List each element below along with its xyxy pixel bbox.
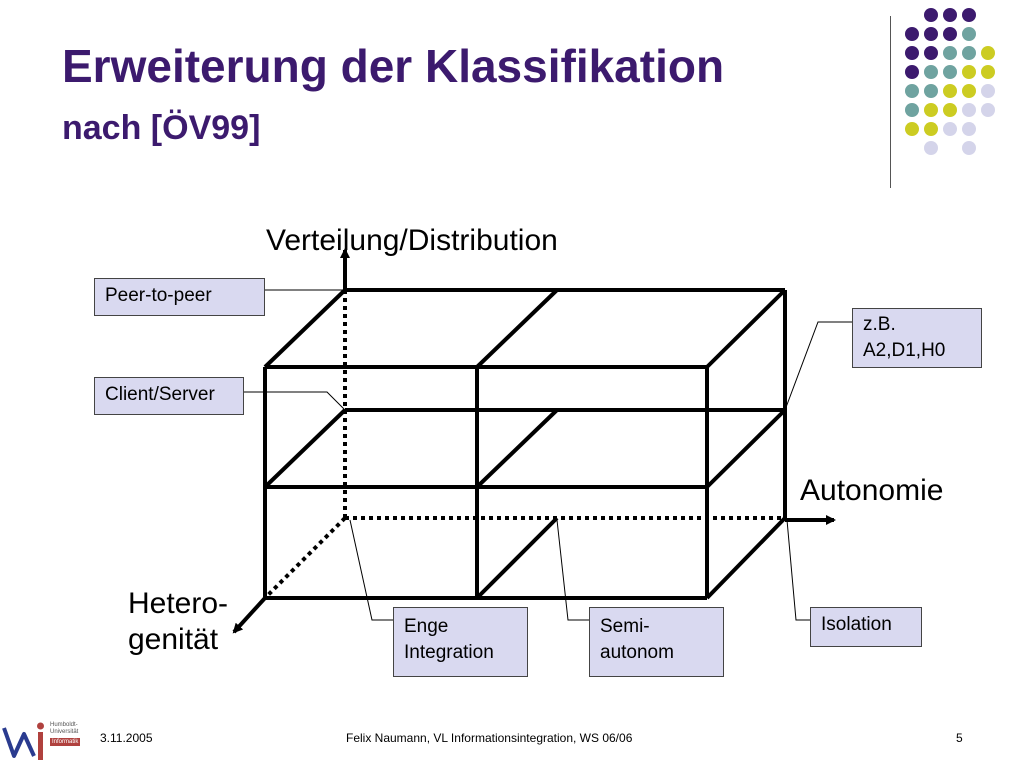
decorative-dot-grid: [905, 8, 1005, 168]
enge-integration-label: Enge Integration: [393, 607, 528, 677]
decor-dot: [943, 103, 957, 117]
decor-dot: [981, 46, 995, 60]
decor-dot: [905, 103, 919, 117]
decor-dot: [962, 8, 976, 22]
leader-enge-integration: [349, 519, 393, 621]
mid-right-edge: [705, 408, 787, 489]
leader-semi-autonom: [556, 519, 589, 621]
decor-dot: [943, 46, 957, 60]
decor-dot: [905, 122, 919, 136]
decor-dot: [905, 65, 919, 79]
enge-integration-line2: Integration: [404, 642, 494, 663]
university-logo: [2, 722, 44, 760]
example-label-line2: A2,D1,H0: [863, 340, 946, 361]
decor-dot: [943, 84, 957, 98]
isolation-label: Isolation: [810, 607, 922, 647]
decor-dot: [981, 103, 995, 117]
decor-dot: [962, 46, 976, 60]
enge-integration-line1: Enge: [404, 616, 449, 637]
decor-dot: [943, 65, 957, 79]
leader-example: [784, 321, 852, 411]
decor-dot: [924, 27, 938, 41]
decor-dot: [924, 46, 938, 60]
decor-dot: [962, 122, 976, 136]
decor-dot: [924, 103, 938, 117]
example-label-line1: z.B.: [863, 314, 896, 335]
bottom-middle-depth-edge: [475, 516, 559, 600]
decor-dot: [962, 141, 976, 155]
footer-author: Felix Naumann, VL Informationsintegratio…: [346, 731, 633, 745]
decor-dot: [924, 84, 938, 98]
callout-leaders: [244, 289, 852, 621]
decor-dot: [924, 141, 938, 155]
client-server-label: Client/Server: [94, 377, 244, 415]
header-divider: [890, 16, 891, 188]
horizontal-axis-label: Autonomie: [800, 474, 944, 507]
decor-dot: [962, 27, 976, 41]
bottom-right-depth-edge: [705, 516, 787, 600]
decor-dot: [962, 84, 976, 98]
decor-dot: [905, 27, 919, 41]
top-right-edge: [705, 288, 787, 369]
leader-isolation: [786, 519, 810, 621]
footer-date: 3.11.2005: [100, 731, 153, 745]
logo-informatik-badge: Informatik: [50, 738, 81, 746]
mid-left-edge: [263, 408, 347, 489]
hidden-back-edges: [263, 290, 785, 600]
semi-autonom-label: Semi- autonom: [589, 607, 724, 677]
decor-dot: [905, 84, 919, 98]
back-depth-edge: [263, 516, 347, 600]
semi-autonom-line2: autonom: [600, 642, 674, 663]
vertical-axis-label: Verteilung/Distribution: [266, 224, 558, 257]
top-left-edge: [263, 288, 347, 369]
decor-dot: [905, 46, 919, 60]
decor-dot: [943, 122, 957, 136]
slide-title: Erweiterung der Klassifikation: [62, 40, 725, 92]
depth-axis-arrow: [232, 596, 267, 634]
decor-dot: [981, 84, 995, 98]
depth-axis-label: Hetero- genität: [128, 586, 228, 658]
mid-middle-edge: [475, 408, 559, 489]
decor-dot: [981, 65, 995, 79]
decor-dot: [924, 122, 938, 136]
decor-dot: [943, 27, 957, 41]
decor-dot: [962, 65, 976, 79]
decor-dot: [943, 8, 957, 22]
leader-client-server: [244, 391, 346, 411]
peer-to-peer-label: Peer-to-peer: [94, 278, 265, 316]
depth-axis-label-line1: Hetero-: [128, 587, 229, 620]
slide-subtitle: nach [ÖV99]: [62, 109, 261, 147]
logo-text-line2: Universität: [50, 729, 79, 735]
semi-autonom-line1: Semi-: [600, 616, 650, 637]
visible-cube-edges: [263, 288, 787, 600]
top-middle-edge: [475, 288, 559, 369]
decor-dot: [962, 103, 976, 117]
decor-dot: [924, 65, 938, 79]
logo-text-line1: Humboldt-: [50, 722, 78, 728]
footer-page-number: 5: [956, 731, 963, 745]
depth-axis-label-line2: genität: [128, 623, 219, 656]
decor-dot: [924, 8, 938, 22]
example-label: z.B. A2,D1,H0: [852, 308, 982, 368]
